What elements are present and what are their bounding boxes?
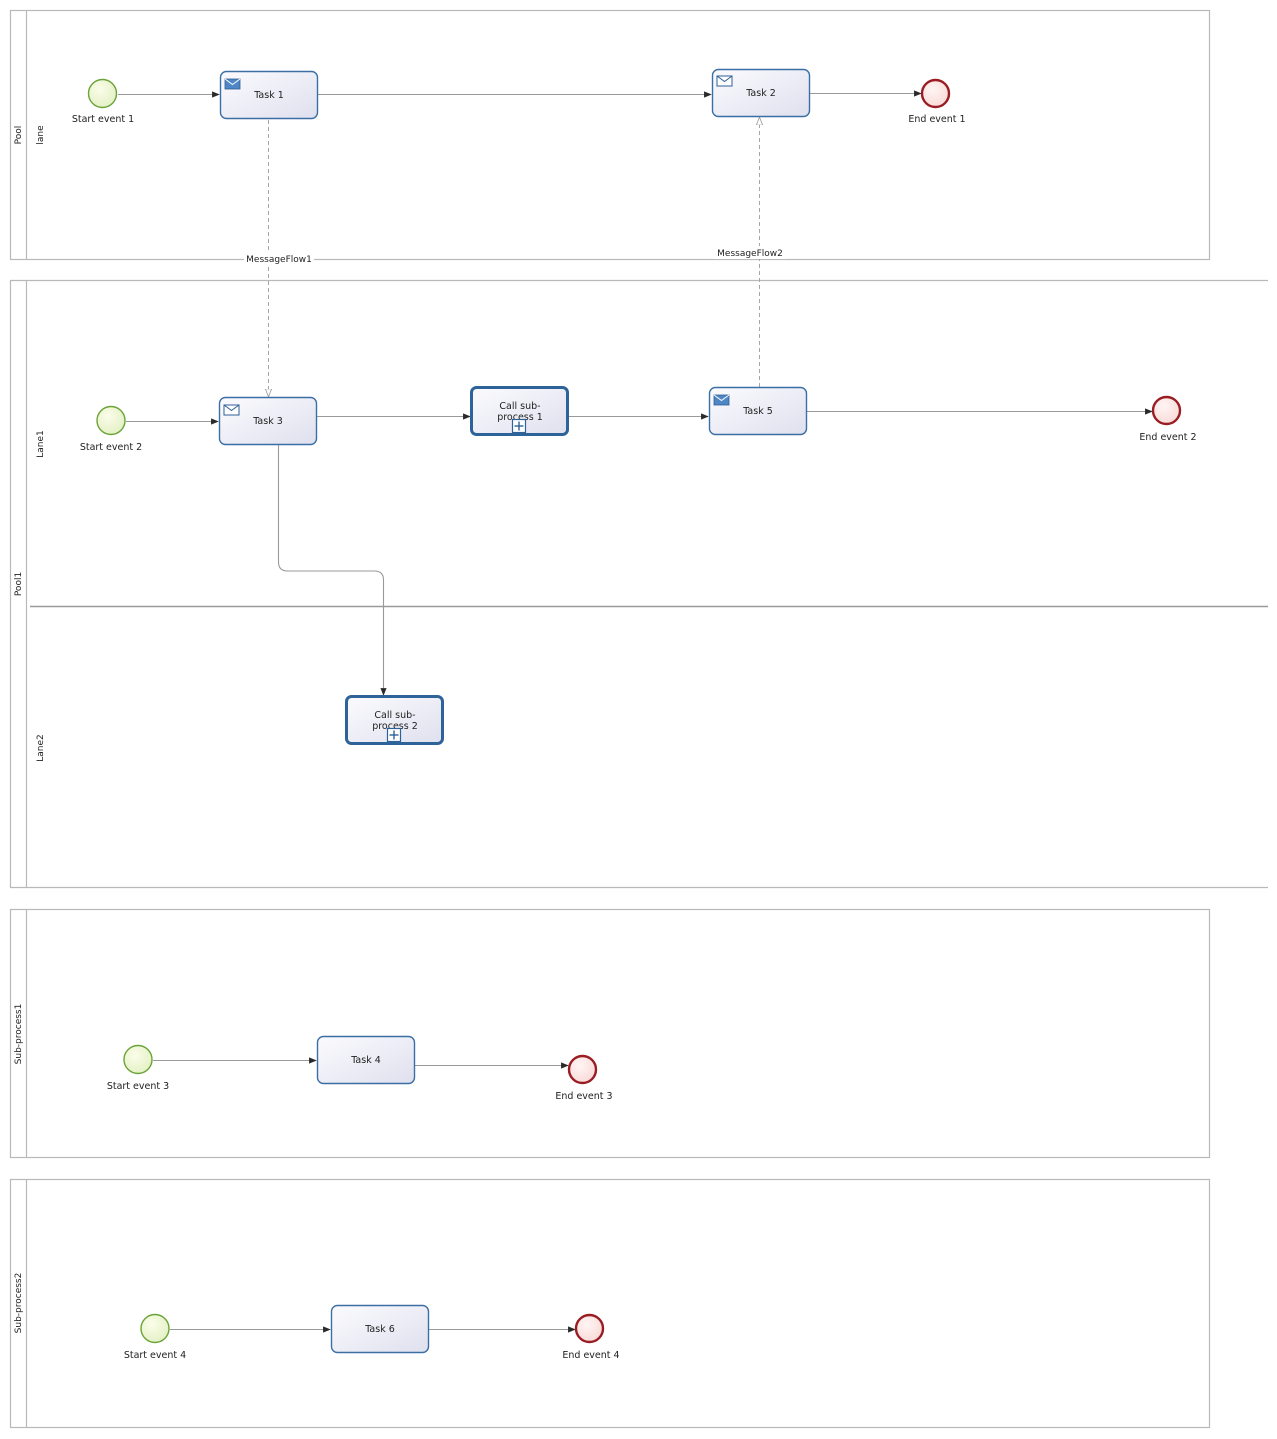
end-event-2-label: End event 2: [1139, 432, 1196, 443]
message-flow-1-label: MessageFlow1: [246, 255, 312, 265]
task-1[interactable]: Task 1: [219, 70, 319, 120]
task-3-label: Task 3: [252, 416, 283, 427]
receive-envelope-icon: [223, 404, 240, 416]
send-envelope-icon: [713, 394, 730, 406]
receive-envelope-icon: [716, 75, 733, 87]
flow-task3-call2[interactable]: [277, 445, 387, 696]
start-event-1-label: Start event 1: [72, 114, 134, 125]
task-5-label: Task 5: [742, 406, 773, 417]
task-6-label: Task 6: [364, 1324, 395, 1335]
task-2[interactable]: Task 2: [711, 68, 811, 118]
sub-process2-label: Sub-process2: [14, 1273, 24, 1334]
start-event-4[interactable]: Start event 4: [124, 1313, 186, 1362]
task-5[interactable]: Task 5: [708, 386, 808, 436]
start-event-3[interactable]: Start event 3: [107, 1044, 169, 1093]
call-sub-process-2[interactable]: Call sub- process 2: [345, 695, 444, 745]
sequence-flows: [118, 90, 1153, 1333]
call-sub-process-2-label-line1: Call sub-: [374, 710, 415, 721]
pool-sub-process2[interactable]: Sub-process2: [9, 1178, 1211, 1429]
task-3[interactable]: Task 3: [218, 396, 318, 446]
lane1-label: Lane1: [36, 430, 46, 458]
end-event-4-label: End event 4: [562, 1350, 619, 1361]
pool1[interactable]: Pool1 Lane1 Lane2: [9, 279, 1269, 889]
pool-top-label: Pool: [14, 126, 24, 145]
send-envelope-icon: [224, 78, 241, 90]
expand-plus-icon[interactable]: [511, 418, 527, 434]
call-sub-process-2-label-line2: process 2: [372, 721, 418, 732]
end-event-3[interactable]: End event 3: [555, 1054, 613, 1102]
start-event-2[interactable]: Start event 2: [80, 405, 142, 454]
task-4-label: Task 4: [350, 1055, 381, 1066]
expand-plus-icon[interactable]: [386, 727, 402, 743]
task-2-label: Task 2: [745, 88, 776, 99]
task-1-label: Task 1: [253, 90, 284, 101]
lane-top-label: lane: [36, 125, 46, 145]
task-6[interactable]: Task 6: [330, 1304, 430, 1354]
call-sub-process-1[interactable]: Call sub- process 1: [470, 386, 569, 436]
message-flow-2-label: MessageFlow2: [717, 249, 783, 259]
end-event-1[interactable]: End event 1: [908, 78, 966, 125]
start-event-1[interactable]: Start event 1: [72, 78, 134, 126]
end-event-1-label: End event 1: [908, 114, 965, 125]
end-event-3-label: End event 3: [555, 1091, 612, 1102]
sub-process1-label: Sub-process1: [14, 1004, 24, 1065]
end-event-2[interactable]: End event 2: [1139, 395, 1197, 443]
pool1-label: Pool1: [14, 572, 24, 596]
lane2-label: Lane2: [36, 734, 46, 762]
call-sub-process-1-label-line2: process 1: [497, 412, 543, 423]
message-flows: MessageFlow1 MessageFlow2: [244, 118, 786, 396]
end-event-4[interactable]: End event 4: [562, 1313, 620, 1361]
start-event-2-label: Start event 2: [80, 442, 142, 453]
task-4[interactable]: Task 4: [316, 1035, 416, 1085]
start-event-4-label: Start event 4: [124, 1350, 186, 1361]
pool-sub-process1[interactable]: Sub-process1: [9, 908, 1211, 1159]
call-sub-process-1-label-line1: Call sub-: [499, 401, 540, 412]
pool-top[interactable]: Pool lane: [9, 9, 1211, 261]
start-event-3-label: Start event 3: [107, 1081, 169, 1092]
